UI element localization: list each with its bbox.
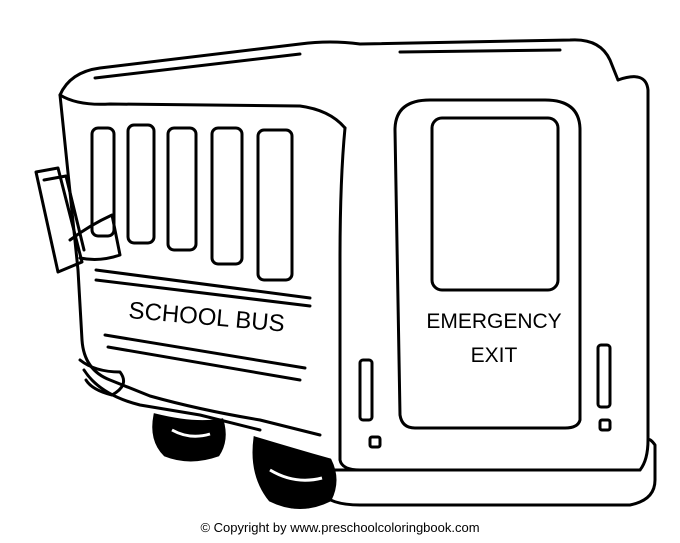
door-label-line1: EMERGENCY [426,310,561,333]
copyright-text: © Copyright by www.preschoolcoloringbook… [200,520,480,535]
reflector-left [368,435,382,449]
tail-light-right [596,343,612,409]
bus-roof [58,38,620,130]
door-label-line2: EXIT [471,344,518,367]
bus-side [58,93,322,437]
rear-wheel [252,436,337,509]
wheels [152,413,337,509]
rear-bumper [318,438,657,507]
roof-highlight [93,48,562,80]
side-window-2 [126,123,156,245]
side-mirror [34,166,86,274]
reflector-right [598,418,612,432]
door-window [430,116,560,292]
bus-rear [338,75,650,472]
side-stripe-bottom [103,333,307,382]
mirror-arm [68,213,122,261]
front-fender [78,358,126,397]
emergency-door [393,98,582,430]
side-window-3 [166,126,198,252]
tail-light-left [358,358,374,422]
front-wheel [152,413,226,462]
side-label: SCHOOL BUS [127,297,285,338]
side-stripe-top [94,268,312,308]
side-window-5 [256,128,294,282]
side-window-1 [90,126,116,238]
side-window-4 [210,126,244,266]
